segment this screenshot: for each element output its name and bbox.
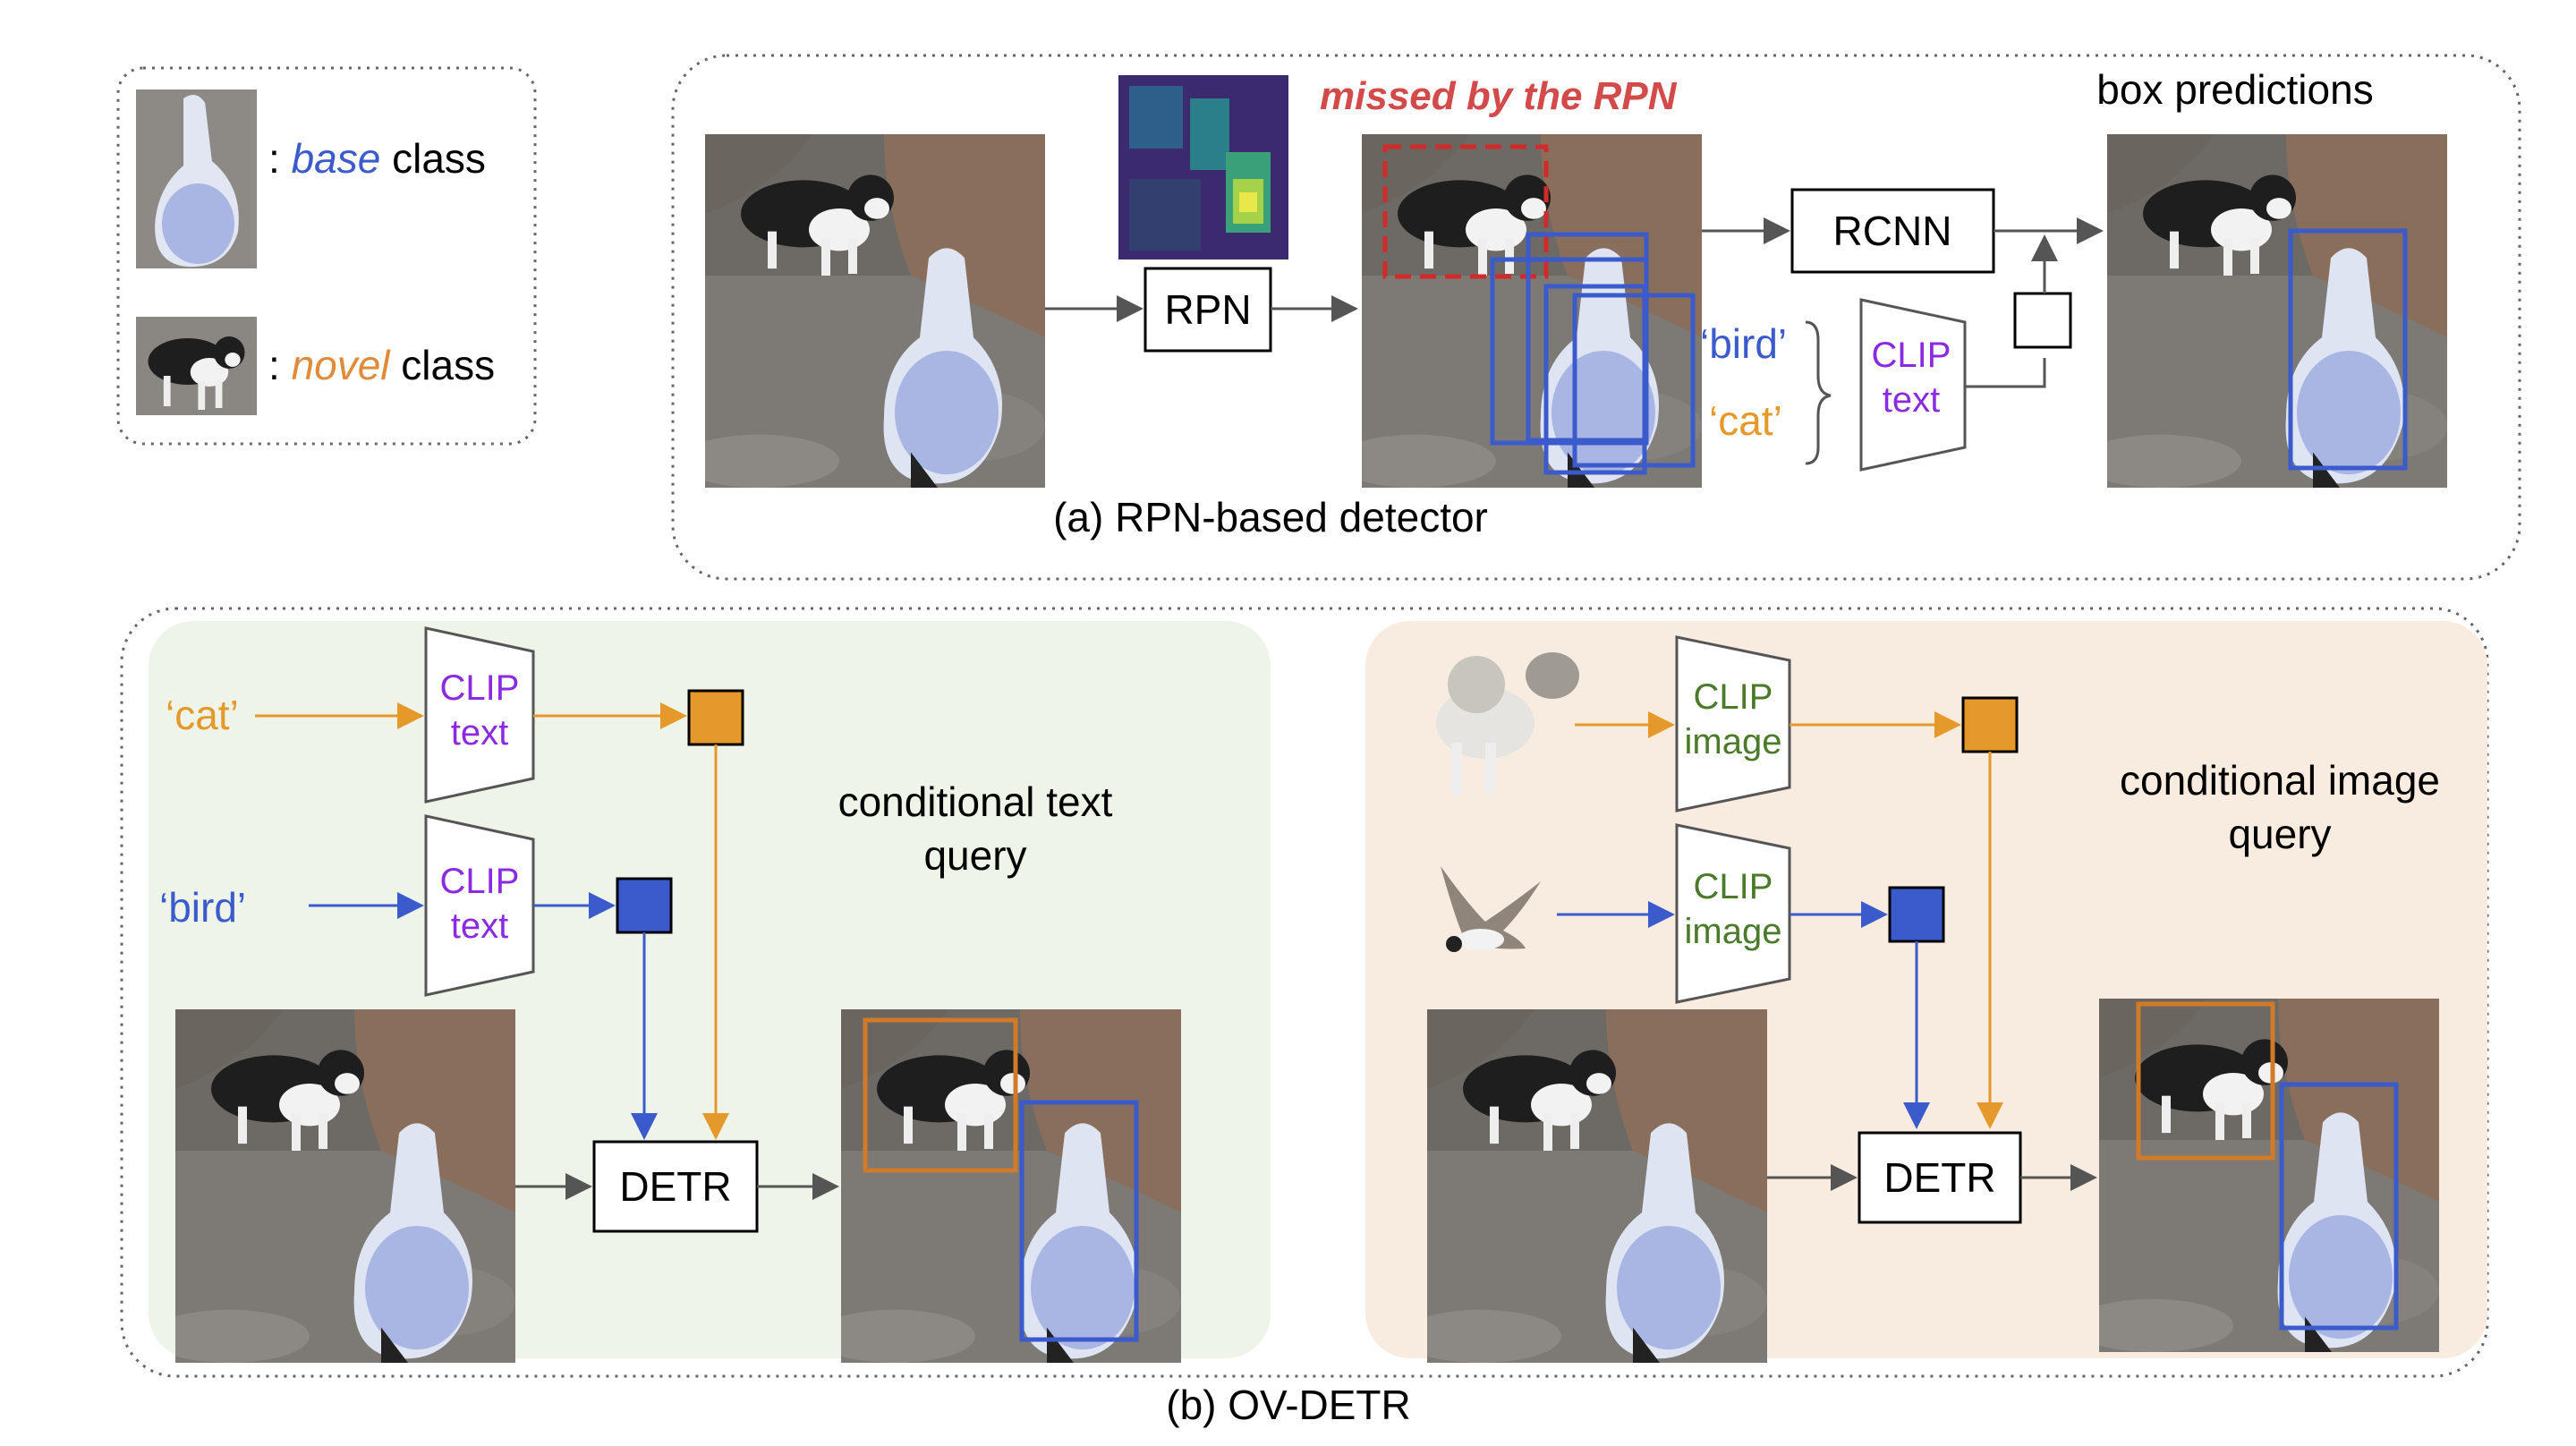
proposal-box-4 — [1572, 293, 1696, 468]
box-predictions-label: box predictions — [2096, 66, 2373, 113]
proposal-box-3 — [1543, 284, 1647, 475]
legend-base-word: base — [292, 135, 381, 182]
clip-cat-line2: text — [451, 713, 508, 753]
legend-novel-rest: class — [390, 342, 496, 388]
legend-panel: : base class : novel class — [116, 66, 537, 446]
text-panel-detr-box — [592, 1140, 759, 1233]
panel-a-bird-label: ‘bird’ — [1700, 320, 1787, 367]
arrow-clip-to-embedding — [1965, 358, 2046, 388]
conditional-image-query-panel: CLIP image CLIP image conditional image … — [1365, 621, 2487, 1363]
clip-image-bird-line2: image — [1685, 912, 1782, 951]
image-panel-cat-box — [2136, 1001, 2275, 1161]
image-panel-bird-box — [2279, 1082, 2399, 1331]
clip-bird-line2: text — [451, 906, 508, 946]
legend-base-row: : base class — [268, 135, 486, 182]
conditional-image-query-line1: conditional image — [2120, 757, 2440, 804]
panel-a-text-embedding — [2013, 292, 2072, 349]
panel-a-caption: (a) RPN-based detector — [1053, 494, 1488, 540]
cat-query-image — [1436, 652, 1579, 796]
conditional-text-query-line2: query — [923, 832, 1026, 879]
text-panel-clip-bird — [424, 814, 535, 997]
bird-query-image — [1441, 866, 1541, 952]
image-panel-detr-label: DETR — [1883, 1154, 1995, 1201]
clip-bird-line1: CLIP — [440, 862, 520, 901]
panel-a-output-image — [2107, 134, 2447, 488]
text-panel-output-image — [841, 1009, 1181, 1363]
bird-image-embedding — [1888, 886, 1945, 943]
bird-text-embedding — [616, 877, 673, 934]
text-panel-input-image — [175, 1009, 515, 1363]
clip-cat-line1: CLIP — [440, 668, 520, 708]
panel-a-cat-label: ‘cat’ — [1709, 397, 1782, 444]
legend-colon: : — [268, 135, 292, 182]
clip-image-cat-line2: image — [1685, 722, 1782, 761]
panel-a-bird-prediction-box — [2288, 228, 2408, 471]
clip-image-bird-line1: CLIP — [1694, 867, 1773, 906]
rpn-heatmap — [1118, 75, 1288, 259]
novel-class-example-image — [136, 317, 257, 415]
conditional-text-query-line1: conditional text — [838, 778, 1113, 825]
image-panel-clip-cat — [1675, 635, 1791, 812]
panel-a-clip-line2: text — [1883, 380, 1940, 420]
label-brace — [1805, 320, 1832, 465]
text-panel-cat-box — [863, 1017, 1018, 1173]
legend-base-rest: class — [380, 135, 486, 182]
rpn-label: RPN — [1164, 286, 1251, 333]
cat-text-embedding — [687, 689, 744, 746]
missed-cat-box — [1382, 144, 1549, 279]
rcnn-box — [1790, 188, 1995, 274]
rcnn-label: RCNN — [1833, 208, 1952, 254]
clip-image-cat-line1: CLIP — [1694, 677, 1773, 717]
image-panel-detr-box — [1858, 1131, 2022, 1224]
missed-by-rpn-label: missed by the RPN — [1320, 74, 1678, 118]
text-panel-cat-label: ‘cat’ — [166, 692, 239, 738]
conditional-image-query-line2: query — [2228, 811, 2331, 857]
cat-image-embedding — [1961, 696, 2019, 753]
panel-b-caption: (b) OV-DETR — [1166, 1382, 1410, 1428]
panel-a-input-image — [705, 134, 1045, 488]
base-class-example-image — [136, 89, 257, 268]
legend-novel-word: novel — [292, 342, 392, 388]
image-panel-clip-bird — [1675, 823, 1791, 1004]
text-panel-bird-label: ‘bird’ — [159, 884, 246, 931]
legend-novel-row: : novel class — [268, 342, 495, 388]
image-panel-output-image — [2099, 999, 2439, 1352]
panel-a-clip-text-encoder — [1859, 298, 1967, 472]
legend-colon: : — [268, 342, 292, 388]
panel-a-rpn-detector: RPN missed by the RPN RCNN ‘bird’ ‘cat’ — [671, 54, 2521, 581]
text-panel-detr-label: DETR — [619, 1163, 731, 1210]
text-panel-clip-cat — [424, 626, 535, 804]
conditional-text-query-panel: ‘cat’ CLIP text ‘bird’ CLIP text conditi… — [149, 621, 1271, 1363]
panel-a-clip-line1: CLIP — [1872, 336, 1951, 375]
panel-b-ov-detr: ‘cat’ CLIP text ‘bird’ CLIP text conditi… — [120, 607, 2489, 1428]
image-panel-input-image — [1427, 1009, 1767, 1363]
text-panel-bird-box — [1019, 1100, 1139, 1342]
